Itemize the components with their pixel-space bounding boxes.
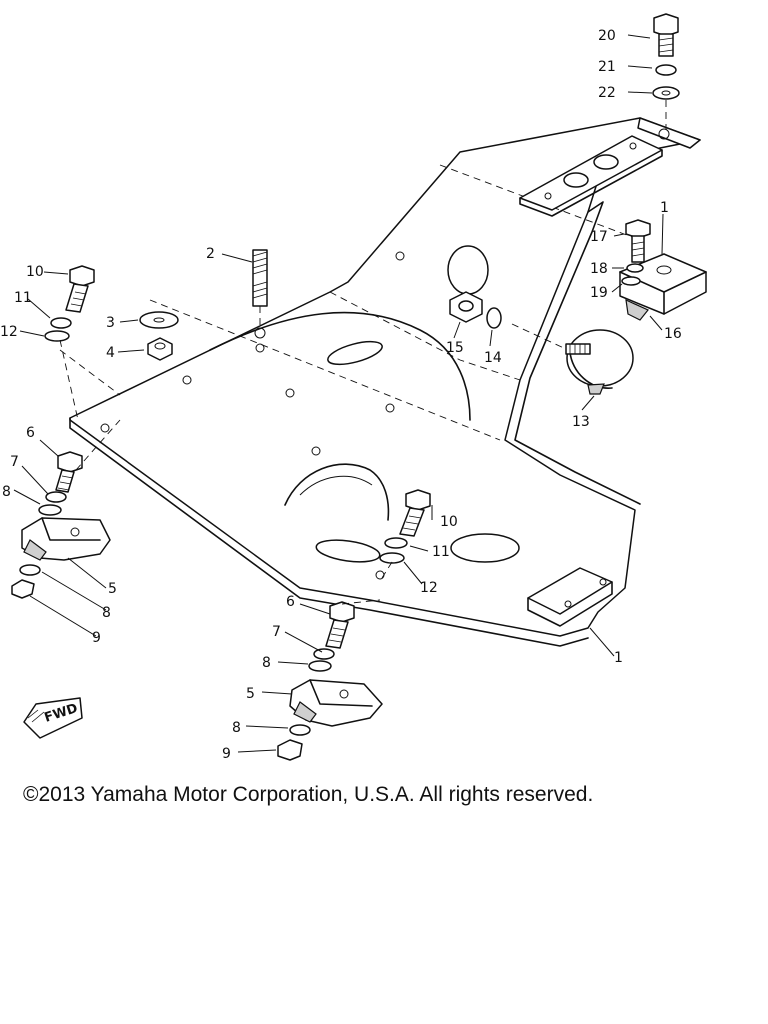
rubber-mount-13 bbox=[511, 323, 634, 395]
bolt-assembly-upper-left bbox=[44, 265, 95, 421]
callout-8-center-lower: 8 bbox=[232, 720, 241, 736]
callout-17: 17 bbox=[590, 229, 608, 245]
callout-9-center: 9 bbox=[222, 746, 231, 762]
callout-6-left: 6 bbox=[26, 425, 35, 441]
callout-7-center: 7 bbox=[272, 624, 281, 640]
callout-11-upper: 11 bbox=[14, 290, 32, 306]
bolt-assembly-center bbox=[379, 489, 431, 579]
callout-20: 20 bbox=[598, 28, 616, 44]
callout-11-center: 11 bbox=[432, 544, 450, 560]
callout-13: 13 bbox=[572, 414, 590, 430]
stud-bolt bbox=[252, 249, 268, 339]
nut-15 bbox=[449, 291, 483, 323]
bracket-assembly-left bbox=[11, 419, 121, 599]
washer-14 bbox=[486, 307, 502, 329]
callout-21: 21 bbox=[598, 59, 616, 75]
callout-15: 15 bbox=[446, 340, 464, 356]
callout-labels: 20 21 22 1 17 18 19 16 2 10 11 12 3 4 15… bbox=[0, 28, 682, 762]
callout-19: 19 bbox=[590, 285, 608, 301]
rubber-mount-16 bbox=[619, 219, 707, 321]
callout-12-upper: 12 bbox=[0, 324, 18, 340]
callout-5-center: 5 bbox=[246, 686, 255, 702]
bracket-assembly-center bbox=[277, 599, 383, 761]
callout-6-center: 6 bbox=[286, 594, 295, 610]
callout-4: 4 bbox=[106, 345, 115, 361]
callout-10-center: 10 bbox=[440, 514, 458, 530]
callout-12-center: 12 bbox=[420, 580, 438, 596]
washer-3 bbox=[139, 311, 179, 329]
callout-8-left-lower: 8 bbox=[102, 605, 111, 621]
callout-10-upper: 10 bbox=[26, 264, 44, 280]
callout-2: 2 bbox=[206, 246, 215, 262]
callout-8-center-upper: 8 bbox=[262, 655, 271, 671]
callout-18: 18 bbox=[590, 261, 608, 277]
callout-9-left: 9 bbox=[92, 630, 101, 646]
callout-22: 22 bbox=[598, 85, 616, 101]
callout-3: 3 bbox=[106, 315, 115, 331]
callout-1-upper: 1 bbox=[660, 200, 669, 216]
bolt-assembly-top-right bbox=[652, 13, 680, 130]
copyright-notice: ©2013 Yamaha Motor Corporation, U.S.A. A… bbox=[23, 783, 594, 806]
callout-5-left: 5 bbox=[108, 581, 117, 597]
callout-14: 14 bbox=[484, 350, 502, 366]
forward-direction-arrow: FWD bbox=[23, 697, 83, 739]
callout-1-lower: 1 bbox=[614, 650, 623, 666]
exploded-parts-diagram: FWD 20 bbox=[0, 13, 707, 762]
callout-8-left-upper: 8 bbox=[2, 484, 11, 500]
callout-7-left: 7 bbox=[10, 454, 19, 470]
frame-plate bbox=[59, 117, 701, 647]
leader-lines bbox=[13, 34, 664, 753]
callout-16: 16 bbox=[664, 326, 682, 342]
